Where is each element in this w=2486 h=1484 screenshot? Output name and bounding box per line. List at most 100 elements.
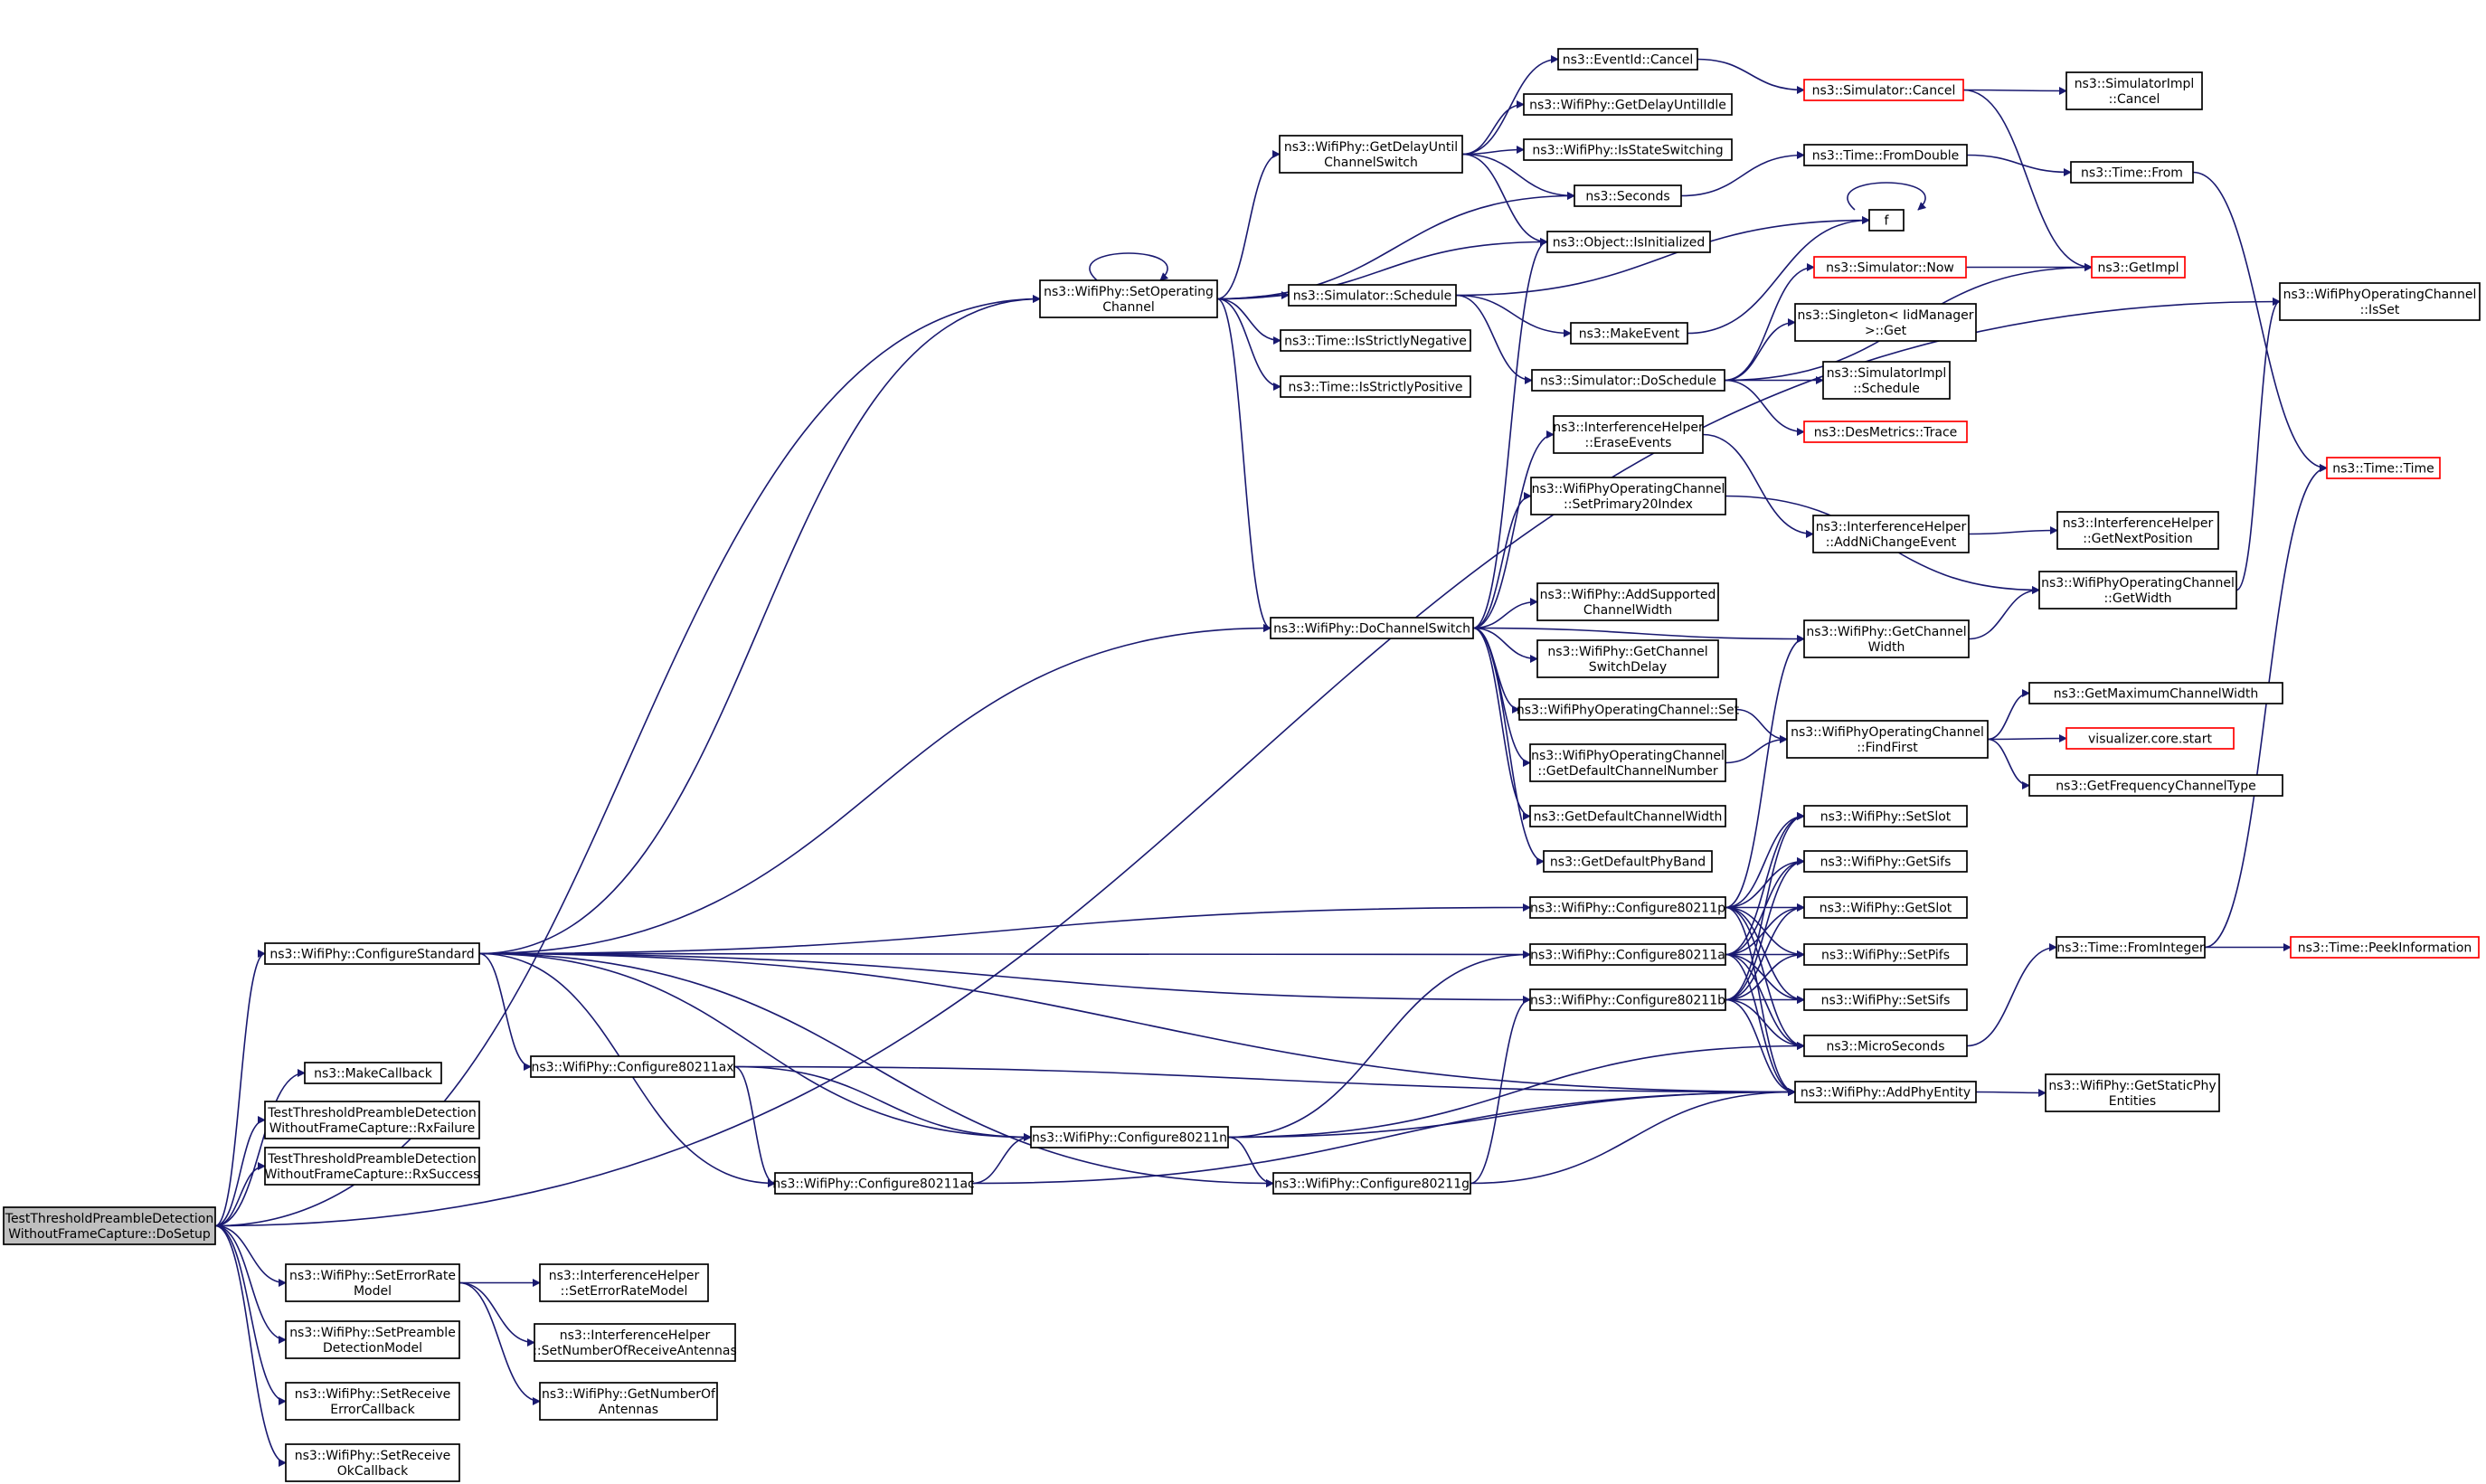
node-singleton[interactable]: ns3::Singleton< IidManager>::Get — [1794, 303, 1977, 342]
node-box — [1868, 209, 1905, 232]
node-root[interactable]: TestThresholdPreambleDetectionWithoutFra… — [3, 1206, 216, 1245]
node-label: ns3::SimulatorImpl — [2075, 77, 2195, 91]
node-getDefBand[interactable]: ns3::GetDefaultPhyBand — [1543, 850, 1713, 873]
node-opGetDef[interactable]: ns3::WifiPhyOperatingChannel::GetDefault… — [1529, 743, 1726, 782]
node-timeFrom[interactable]: ns3::Time::From — [2070, 161, 2194, 184]
node-doChSw[interactable]: ns3::WifiPhy::DoChannelSwitch — [1270, 617, 1474, 639]
node-label: ns3::Time::FromDouble — [1812, 149, 1960, 164]
node-label: ns3::WifiPhy::Configure80211n — [1032, 1131, 1227, 1146]
node-getMaxCh[interactable]: ns3::GetMaximumChannelWidth — [2028, 682, 2283, 704]
node-c11p[interactable]: ns3::WifiPhy::Configure80211p — [1529, 896, 1726, 919]
node-doSched[interactable]: ns3::Simulator::DoSchedule — [1531, 369, 1725, 392]
node-setPifs[interactable]: ns3::WifiPhy::SetPifs — [1803, 943, 1968, 966]
node-rxSucc[interactable]: TestThresholdPreambleDetectionWithoutFra… — [264, 1147, 480, 1186]
node-c11b[interactable]: ns3::WifiPhy::Configure80211b — [1529, 988, 1726, 1011]
node-fromDouble[interactable]: ns3::Time::FromDouble — [1803, 144, 1968, 166]
node-eraseEv[interactable]: ns3::InterferenceHelper::EraseEvents — [1553, 415, 1704, 454]
node-isSet[interactable]: ns3::WifiPhyOperatingChannel::IsSet — [2279, 282, 2481, 321]
node-ihSetNum[interactable]: ns3::InterferenceHelper::SetNumberOfRece… — [533, 1323, 737, 1362]
node-configStd[interactable]: ns3::WifiPhy::ConfigureStandard — [264, 942, 480, 965]
node-c11ax[interactable]: ns3::WifiPhy::Configure80211ax — [530, 1055, 735, 1078]
node-getSifs[interactable]: ns3::WifiPhy::GetSifs — [1803, 850, 1968, 873]
edge-setOpCh-to-simSched — [1216, 291, 1290, 300]
node-f[interactable]: f — [1868, 209, 1905, 232]
node-makeEvent[interactable]: ns3::MakeEvent — [1570, 322, 1688, 345]
node-getDelayIdle[interactable]: ns3::WifiPhy::GetDelayUntilIdle — [1523, 93, 1733, 116]
node-box — [1813, 256, 1967, 279]
edge-doChSw-to-addSupCh — [1472, 598, 1538, 629]
edge-f-to-f — [1847, 182, 1927, 211]
node-peekInfo[interactable]: ns3::Time::PeekInformation — [2290, 936, 2480, 959]
node-getFreqT[interactable]: ns3::GetFrequencyChannelType — [2028, 774, 2283, 797]
node-micro[interactable]: ns3::MicroSeconds — [1803, 1035, 1968, 1057]
node-label: ns3::Simulator::Schedule — [1293, 289, 1452, 304]
node-label: Entities — [2109, 1094, 2156, 1109]
node-c11a[interactable]: ns3::WifiPhy::Configure80211a — [1529, 943, 1726, 966]
node-box — [2056, 936, 2206, 959]
node-simNow[interactable]: ns3::Simulator::Now — [1813, 256, 1967, 279]
node-getDefChW[interactable]: ns3::GetDefaultChannelWidth — [1529, 805, 1726, 827]
node-box — [1803, 421, 1968, 443]
node-box — [1570, 322, 1688, 345]
node-strictNeg[interactable]: ns3::Time::IsStrictlyNegative — [1280, 329, 1471, 352]
node-label: ns3::InterferenceHelper — [1553, 421, 1704, 435]
node-getSlot[interactable]: ns3::WifiPhy::GetSlot — [1803, 896, 1968, 919]
node-isStateSw[interactable]: ns3::WifiPhy::IsStateSwitching — [1523, 138, 1733, 161]
node-implCancel[interactable]: ns3::SimulatorImpl::Cancel — [2065, 71, 2203, 110]
node-box — [1288, 284, 1457, 307]
edge-c11ax-to-c11n — [733, 1065, 1032, 1141]
node-simSched[interactable]: ns3::Simulator::Schedule — [1288, 284, 1457, 307]
node-box — [1280, 375, 1471, 398]
edge-fromDouble-to-timeFrom — [1966, 154, 2072, 176]
node-label: ns3::WifiPhy::GetSlot — [1820, 902, 1952, 916]
node-makeCb[interactable]: ns3::MakeCallback — [304, 1062, 442, 1084]
node-label: visualizer.core.start — [2088, 733, 2212, 747]
node-isInit[interactable]: ns3::Object::IsInitialized — [1546, 231, 1711, 253]
node-label: ns3::MakeCallback — [314, 1067, 433, 1082]
node-setSifs[interactable]: ns3::WifiPhy::SetSifs — [1803, 988, 1968, 1011]
node-box — [1553, 415, 1704, 454]
node-findFirst[interactable]: ns3::WifiPhyOperatingChannel::FindFirst — [1786, 720, 1989, 759]
node-ihSetErr[interactable]: ns3::InterferenceHelper::SetErrorRateMod… — [539, 1263, 709, 1302]
node-c11ac[interactable]: ns3::WifiPhy::Configure80211ac — [772, 1172, 975, 1195]
node-fromInt[interactable]: ns3::Time::FromInteger — [2056, 936, 2206, 959]
node-simCancel[interactable]: ns3::Simulator::Cancel — [1803, 79, 1964, 101]
node-label: ns3::WifiPhy::AddSupported — [1540, 588, 1716, 602]
node-setSlot[interactable]: ns3::WifiPhy::SetSlot — [1803, 805, 1968, 827]
node-label: ns3::WifiPhy::SetOperating — [1044, 285, 1214, 299]
node-getImpl[interactable]: ns3::GetImpl — [2091, 256, 2186, 279]
node-label: ns3::WifiPhy::DoChannelSwitch — [1273, 622, 1470, 637]
node-c11n[interactable]: ns3::WifiPhy::Configure80211n — [1030, 1126, 1229, 1148]
node-label: ns3::WifiPhy::SetErrorRate — [289, 1269, 456, 1283]
node-strictPos[interactable]: ns3::Time::IsStrictlyPositive — [1280, 375, 1471, 398]
node-seconds[interactable]: ns3::Seconds — [1574, 184, 1682, 207]
node-desTrace[interactable]: ns3::DesMetrics::Trace — [1803, 421, 1968, 443]
node-c11g[interactable]: ns3::WifiPhy::Configure80211g — [1272, 1172, 1471, 1195]
node-evCancel[interactable]: ns3::EventId::Cancel — [1557, 48, 1698, 71]
node-label: ns3::Simulator::Cancel — [1812, 84, 1956, 99]
node-setErr[interactable]: ns3::WifiPhy::SetErrorRateModel — [285, 1263, 460, 1302]
node-vizStart[interactable]: visualizer.core.start — [2065, 727, 2235, 750]
edge-c11b-to-micro — [1725, 998, 1805, 1050]
edge-setOpCh-to-strictNeg — [1216, 298, 1281, 345]
node-rxFail[interactable]: TestThresholdPreambleDetectionWithoutFra… — [264, 1101, 480, 1139]
node-addPhy[interactable]: ns3::WifiPhy::AddPhyEntity — [1794, 1081, 1977, 1103]
node-implSched[interactable]: ns3::SimulatorImpl::Schedule — [1822, 361, 1951, 400]
node-addNi[interactable]: ns3::InterferenceHelper::AddNiChangeEven… — [1812, 515, 1970, 553]
node-opSet[interactable]: ns3::WifiPhyOperatingChannel::Set — [1517, 698, 1740, 721]
node-timeTime[interactable]: ns3::Time::Time — [2326, 457, 2441, 479]
node-setPrim[interactable]: ns3::WifiPhyOperatingChannel::SetPrimary… — [1530, 477, 1726, 515]
node-label: ::SetNumberOfReceiveAntennas — [533, 1344, 737, 1358]
node-opGetWidth[interactable]: ns3::WifiPhyOperatingChannel::GetWidth — [2038, 571, 2237, 610]
node-getNext[interactable]: ns3::InterferenceHelper::GetNextPosition — [2056, 511, 2219, 550]
